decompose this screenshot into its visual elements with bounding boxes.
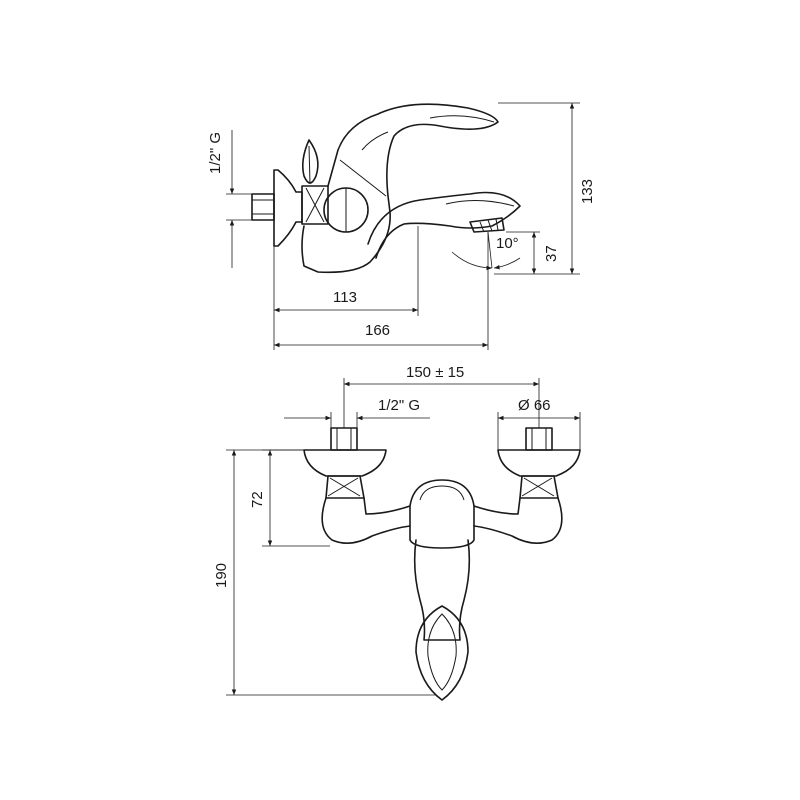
front-rosette-diameter-label: Ø 66 — [518, 397, 551, 414]
dim-side-total-depth: 166 — [274, 232, 489, 350]
front-left-inlet-nut — [330, 427, 358, 451]
front-right-arm — [473, 497, 563, 544]
front-center-body — [409, 479, 475, 549]
front-view: 150 ± 15 1/2" G Ø 66 72 — [213, 364, 581, 701]
front-inlet-spacing-label: 150 ± 15 — [406, 364, 464, 381]
side-spout-angle-label: 10° — [496, 235, 519, 252]
dim-side-spout-angle: 10° — [451, 231, 521, 271]
dim-front-pipe-thread: 1/2" G — [284, 397, 430, 428]
dim-front-inlet-height: 72 — [249, 449, 330, 547]
dim-side-spout-height: 37 — [506, 231, 560, 274]
side-knob — [302, 139, 319, 184]
side-rosette — [273, 169, 303, 247]
side-inlet-pipe — [251, 193, 275, 221]
front-lever-paddle — [415, 605, 469, 701]
dim-front-rosette-diameter: Ø 66 — [497, 397, 581, 450]
front-left-arm — [321, 497, 411, 544]
side-pipe-thread-label: 1/2" G — [207, 132, 224, 174]
side-joint — [301, 185, 329, 225]
front-left-rosette — [303, 449, 387, 477]
front-right-inlet-nut — [525, 427, 553, 451]
side-body — [301, 103, 499, 274]
side-view-faucet-body — [251, 103, 521, 274]
front-pipe-thread-label: 1/2" G — [378, 397, 420, 414]
side-view: 1/2" G 133 37 10° 113 — [207, 102, 596, 350]
side-spout-height-label: 37 — [543, 245, 560, 262]
dim-side-pipe-thread: 1/2" G — [207, 130, 252, 268]
side-total-height-label: 133 — [579, 179, 596, 204]
front-view-faucet-body — [303, 427, 581, 701]
side-aerator — [469, 217, 505, 233]
side-total-depth-label: 166 — [365, 322, 390, 339]
dim-side-handle-depth: 113 — [273, 226, 419, 350]
side-handle-depth-label: 113 — [333, 289, 357, 306]
dim-front-total-height: 190 — [213, 449, 436, 696]
front-inlet-height-label: 72 — [249, 491, 266, 508]
front-lever-stem — [413, 539, 471, 641]
front-right-rosette — [497, 449, 581, 477]
dim-side-total-height: 133 — [494, 102, 596, 275]
front-total-height-label: 190 — [213, 563, 230, 588]
side-spout — [367, 191, 521, 259]
